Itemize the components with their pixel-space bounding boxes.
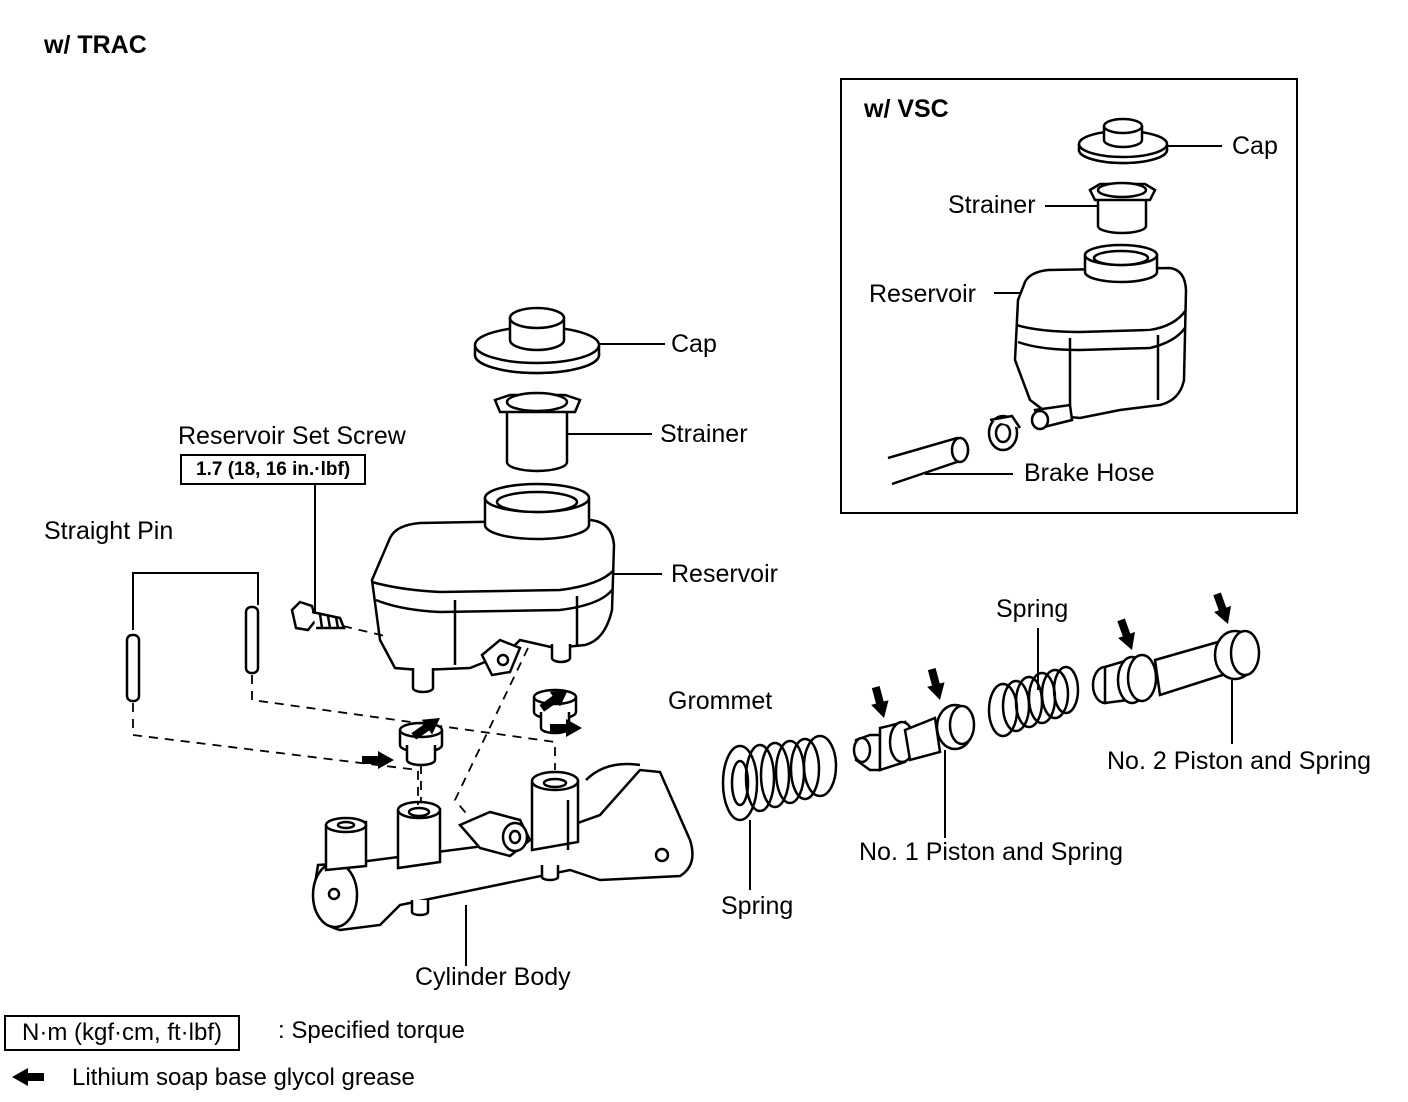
spring-upper-part: [987, 665, 1080, 738]
legend-torque-desc: : Specified torque: [278, 1017, 465, 1044]
label-reservoir-set-screw: Reservoir Set Screw: [178, 422, 406, 450]
label-no1-piston: No. 1 Piston and Spring: [859, 838, 1124, 866]
vsc-label-strainer: Strainer: [948, 191, 1036, 219]
label-spring-lower: Spring: [721, 892, 794, 920]
label-cap: Cap: [671, 330, 717, 358]
vsc-leader-lines: [925, 145, 1222, 475]
torque-value-box: 1.7 (18, 16 in.·lbf): [180, 454, 367, 485]
vsc-label-cap: Cap: [1232, 132, 1278, 160]
vsc-strainer-part: [1088, 181, 1157, 235]
no2-piston-part: [1091, 629, 1261, 705]
spring-lower-part: [721, 734, 838, 822]
vsc-label-reservoir: Reservoir: [869, 280, 976, 308]
cylinder-body-part: [311, 762, 694, 932]
straight-pins: [125, 605, 260, 703]
strainer-part: [493, 391, 582, 473]
no1-piston-part: [852, 703, 976, 772]
leader-lines: [132, 343, 1233, 966]
cap-part: [473, 306, 601, 375]
reservoir-part: [370, 482, 616, 694]
label-straight-pin: Straight Pin: [44, 517, 174, 545]
vsc-brake-hose-part: [887, 436, 970, 486]
vsc-inset-title: w/ VSC: [864, 95, 949, 123]
vsc-cap-part: [1077, 117, 1169, 165]
legend-grease-desc: Lithium soap base glycol grease: [72, 1064, 415, 1091]
label-cylinder-body: Cylinder Body: [415, 963, 571, 991]
vsc-inset-frame: [840, 78, 1298, 514]
set-screw-part: [290, 600, 346, 632]
vsc-label-brake-hose: Brake Hose: [1024, 459, 1155, 487]
section-label-trac: w/ TRAC: [44, 31, 147, 59]
label-grommet: Grommet: [668, 687, 773, 715]
label-no2-piston: No. 2 Piston and Spring: [1107, 747, 1372, 775]
label-reservoir: Reservoir: [671, 560, 778, 588]
label-spring-upper: Spring: [996, 595, 1069, 623]
assembly-guide-lines: [132, 625, 556, 819]
legend-torque-unit-box: N·m (kgf·cm, ft·lbf): [4, 1015, 240, 1051]
label-strainer: Strainer: [660, 420, 748, 448]
vsc-reservoir-part: [1013, 243, 1188, 431]
vsc-clip-part: [987, 414, 1022, 452]
